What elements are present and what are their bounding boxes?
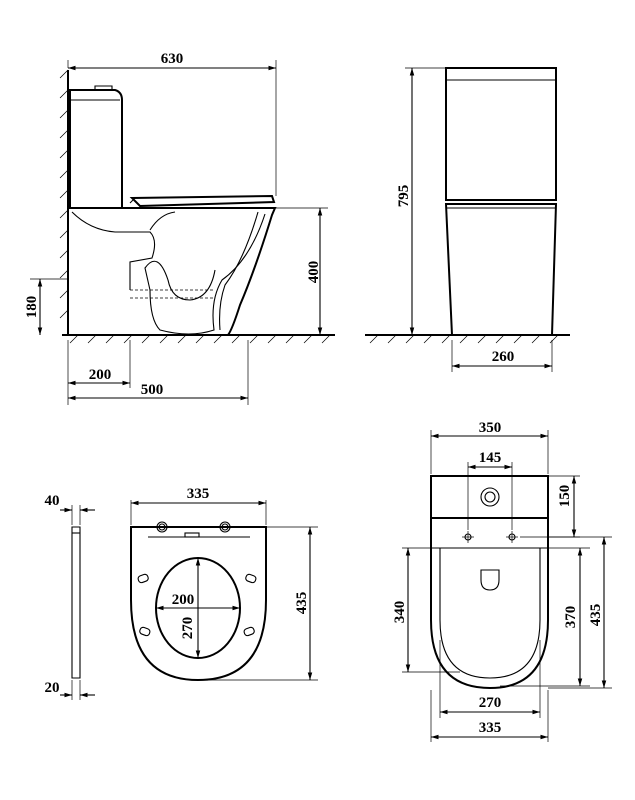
top-bowl [430, 517, 549, 690]
dim-bowl-length: 370 [563, 606, 579, 629]
front-view: 795 260 [365, 67, 570, 372]
dim-base-width: 260 [492, 349, 515, 365]
seat-profile: 40 20 [45, 493, 95, 700]
dim-bowl-inner-length: 340 [392, 601, 408, 624]
seat-hinge-left [156, 521, 168, 533]
dim-bowl-inner-width: 270 [479, 695, 502, 711]
dim-total-length: 435 [588, 604, 604, 627]
dim-seat-width: 335 [187, 486, 210, 502]
dim-bowl-height: 400 [306, 261, 322, 284]
side-view: 630 400 180 200 500 [24, 51, 335, 405]
seat-hinge-right [219, 521, 231, 533]
fixing-hole-right [506, 531, 518, 543]
dim-bowl-width: 335 [479, 720, 502, 736]
side-bowl [70, 207, 277, 336]
side-seat [129, 194, 276, 208]
dim-side-width: 630 [161, 51, 184, 67]
flush-button [480, 487, 500, 507]
dim-depth: 500 [141, 382, 164, 398]
dim-top-width: 350 [479, 420, 502, 436]
seat-plan: 335 435 200 270 [130, 486, 318, 682]
seat-outline [130, 526, 267, 682]
dim-opening-length: 270 [180, 617, 196, 640]
dim-seat-thickness-bottom: 20 [45, 680, 60, 696]
wall-hatching [59, 69, 69, 335]
fixing-hole-left [462, 531, 474, 543]
front-floor-hatching [369, 334, 559, 344]
top-tank [430, 475, 549, 519]
dim-outlet-offset: 200 [89, 367, 112, 383]
dim-seat-length: 435 [294, 592, 310, 615]
dim-outlet-height: 180 [24, 296, 40, 319]
dim-seat-thickness-top: 40 [45, 493, 60, 509]
dim-tank-depth: 150 [557, 485, 573, 508]
dim-hole-spacing: 145 [479, 450, 502, 466]
floor-hatching [62, 334, 335, 344]
front-bowl [444, 203, 558, 336]
top-view: 350 145 150 340 370 435 270 [392, 420, 612, 742]
front-tank [445, 67, 557, 201]
dim-total-height: 795 [396, 185, 412, 208]
dim-opening-width: 200 [172, 592, 195, 608]
side-tank [69, 89, 123, 209]
